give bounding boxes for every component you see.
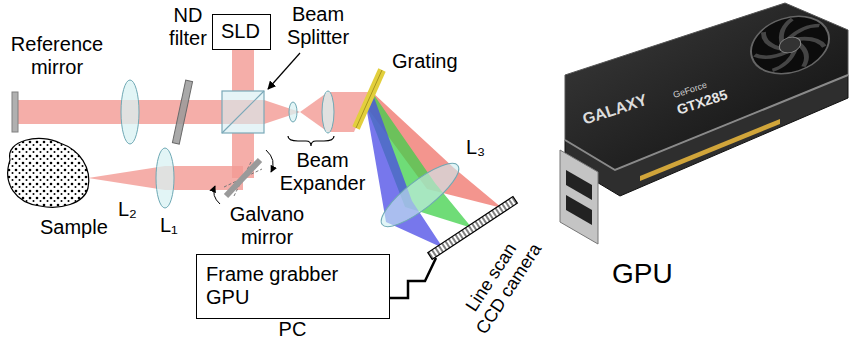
- lens: [156, 148, 174, 208]
- beam-splitter-cube: [222, 91, 264, 133]
- card-bracket: [560, 150, 598, 244]
- sample-tissue: [8, 138, 89, 207]
- rotation-arrow: [214, 186, 220, 204]
- detection-beam: [264, 100, 300, 124]
- leader-arrow: [268, 53, 300, 89]
- cable: [390, 258, 436, 298]
- lens: [289, 102, 297, 122]
- part-label: Sample: [40, 216, 108, 239]
- light-source-box: SLD: [212, 14, 271, 50]
- fan-ring: [744, 7, 837, 83]
- focused-beam: [88, 166, 165, 190]
- beam-splitter-surface: [222, 91, 264, 133]
- brace: [288, 136, 334, 146]
- lens: [322, 91, 334, 133]
- part-label: Beam Splitter: [278, 3, 358, 49]
- rotation-arrow: [266, 150, 273, 172]
- lens-label: L₃: [466, 136, 485, 159]
- part-label: Grating: [392, 50, 458, 73]
- computer-box: Frame grabber GPUPC: [196, 254, 390, 319]
- gpu-card-photo: [560, 3, 848, 244]
- lens: [374, 154, 467, 235]
- fan-blade: [761, 30, 782, 53]
- lens-label: L₁: [160, 214, 178, 237]
- card-fan: [744, 7, 837, 83]
- galvano-mirror: [226, 160, 260, 196]
- source-name: SLD: [221, 20, 260, 43]
- card-connector: [640, 119, 780, 181]
- part-label: Galvano mirror: [222, 203, 312, 249]
- computer-label: PC: [279, 319, 307, 340]
- grating: [356, 70, 382, 128]
- grating-edge: [356, 70, 382, 128]
- fan-hub: [777, 34, 803, 55]
- part-label: Beam Expander: [275, 149, 370, 195]
- sample-ground: [8, 138, 89, 207]
- part-label: ND filter: [158, 4, 218, 50]
- card-trim: [565, 75, 848, 170]
- part-label: Reference mirror: [3, 33, 111, 79]
- part-label: Line scan CCD camera: [452, 225, 548, 341]
- computer-part-name: Frame grabber GPU: [206, 263, 356, 309]
- reference-mirror: [12, 92, 18, 132]
- card-shroud: [565, 3, 848, 170]
- source-beam: [232, 47, 254, 91]
- dvi-port: [566, 170, 592, 200]
- lens-label: L₂: [118, 198, 137, 221]
- dvi-port: [566, 195, 592, 225]
- lens: [121, 80, 139, 144]
- figure-label: GPU: [612, 258, 673, 290]
- nd-filter: [172, 80, 192, 144]
- blue-spectrum-fan: [366, 92, 443, 248]
